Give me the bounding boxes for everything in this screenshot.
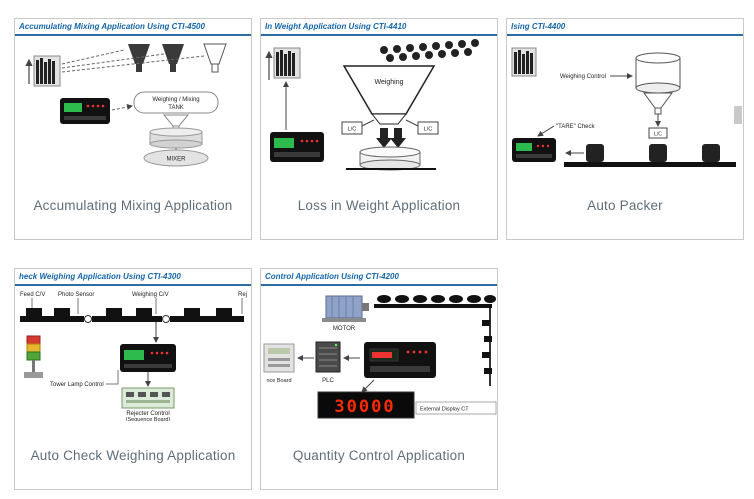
tank-label-line1: Weighing / Mixing bbox=[152, 97, 199, 103]
plc-icon bbox=[315, 341, 341, 373]
indicator-icon bbox=[60, 98, 110, 124]
card-caption: Quantity Control Application bbox=[292, 447, 466, 463]
sequence-board-label: nce Board bbox=[266, 378, 291, 384]
card-caption: Loss in Weight Application bbox=[297, 197, 461, 213]
conveyor-belt bbox=[564, 162, 736, 167]
card-caption: Auto Packer bbox=[587, 197, 663, 213]
app-card-accumulating-mixing[interactable]: Accumulating Mixing Application Using CT… bbox=[14, 18, 252, 240]
feed-cv-label: Feed C/V bbox=[20, 292, 45, 298]
weighing-label: Weighing bbox=[374, 79, 403, 86]
hopper-icons bbox=[128, 43, 227, 73]
indicator-icon bbox=[512, 138, 556, 162]
card-title: heck Weighing Application Using CTI-4300 bbox=[15, 269, 251, 286]
app-card-auto-packer[interactable]: Ising CTI-4400 Weighing Control L/C bbox=[506, 18, 744, 240]
card-title: Control Application Using CTI-4200 bbox=[261, 269, 497, 286]
controller-rack-icon bbox=[273, 47, 301, 79]
load-cell-right: L/C bbox=[405, 119, 439, 135]
down-arrow-icon bbox=[390, 128, 406, 148]
app-card-loss-in-weight[interactable]: In Weight Application Using CTI-4410 We bbox=[260, 18, 498, 240]
weighing-cv-label: Weighing C/V bbox=[132, 292, 169, 298]
indicator-icon bbox=[364, 342, 436, 378]
card-caption: Accumulating Mixing Application bbox=[33, 197, 233, 213]
weighing-hopper-icon: Weighing bbox=[342, 65, 436, 125]
tower-lamp-icon bbox=[24, 335, 43, 378]
auto-check-weighing-diagram: Feed C/V Photo Sensor Weighing C/V Rej bbox=[20, 292, 247, 421]
tower-lamp-control-label: Tower Lamp Control bbox=[50, 382, 104, 388]
screw-feeder-icon bbox=[380, 39, 479, 62]
down-arrow-icon bbox=[376, 128, 392, 148]
tare-check-label: "TARE" Check bbox=[556, 124, 595, 130]
bag-icons bbox=[586, 144, 720, 162]
external-display-label: External Display CT bbox=[420, 407, 469, 413]
controller-rack-icon bbox=[511, 47, 537, 77]
card-title: In Weight Application Using CTI-4410 bbox=[261, 19, 497, 36]
lc-label: L/C bbox=[654, 132, 662, 138]
auto-packer-diagram: Weighing Control L/C "TARE" Check bbox=[511, 47, 742, 167]
indicator-icon bbox=[120, 344, 176, 372]
card-caption: Auto Check Weighing Application bbox=[30, 447, 236, 463]
led-value: 30000 bbox=[334, 397, 395, 417]
drum-icon bbox=[359, 146, 421, 171]
mixer-label: MIXER bbox=[166, 157, 186, 163]
controller-rack-icon bbox=[25, 55, 61, 87]
drop-chute bbox=[482, 308, 492, 386]
lc-label: L/C bbox=[424, 127, 433, 133]
load-cell-icon: L/C bbox=[648, 127, 668, 139]
quantity-control-diagram: MOTOR nce Board bbox=[263, 295, 497, 419]
reject-cv-label: Rej bbox=[238, 292, 247, 298]
sequence-board-icon bbox=[263, 343, 295, 373]
mixer-icon: MIXER bbox=[143, 149, 209, 167]
indicator-icon bbox=[270, 132, 324, 162]
external-display-label-box: External Display CT bbox=[415, 401, 497, 415]
loss-in-weight-diagram: Weighing L/C L/C bbox=[265, 39, 479, 171]
motor-icon bbox=[322, 295, 369, 322]
conveyor-belt bbox=[374, 295, 496, 308]
photo-sensor-label: Photo Sensor bbox=[58, 292, 94, 298]
load-cell-left: L/C bbox=[341, 119, 375, 135]
app-card-auto-check-weighing[interactable]: heck Weighing Application Using CTI-4300… bbox=[14, 268, 252, 490]
filler-container-icon bbox=[635, 52, 681, 115]
led-display: 30000 bbox=[317, 391, 415, 419]
weighing-tank-icon: Weighing / Mixing TANK bbox=[133, 91, 219, 149]
accumulating-mixing-diagram: Weighing / Mixing TANK MIXER bbox=[25, 43, 227, 167]
rejecter-control-label: Rejecter Control bbox=[126, 411, 169, 417]
product-items bbox=[26, 308, 232, 316]
plc-label: PLC bbox=[322, 378, 334, 384]
motor-label: MOTOR bbox=[333, 326, 356, 332]
weighing-control-label: Weighing Control bbox=[560, 74, 606, 80]
card-title: Accumulating Mixing Application Using CT… bbox=[15, 19, 251, 36]
lc-label: L/C bbox=[348, 127, 357, 133]
app-card-quantity-control[interactable]: Control Application Using CTI-4200 MOTOR bbox=[260, 268, 498, 490]
sequence-board-label: (Sequence Board) bbox=[126, 417, 171, 421]
cropped-equipment bbox=[734, 106, 742, 124]
tank-label-line2: TANK bbox=[168, 105, 184, 111]
card-title: Ising CTI-4400 bbox=[507, 19, 743, 36]
conveyor-belt bbox=[20, 315, 244, 323]
rejecter-board-icon bbox=[121, 387, 175, 409]
